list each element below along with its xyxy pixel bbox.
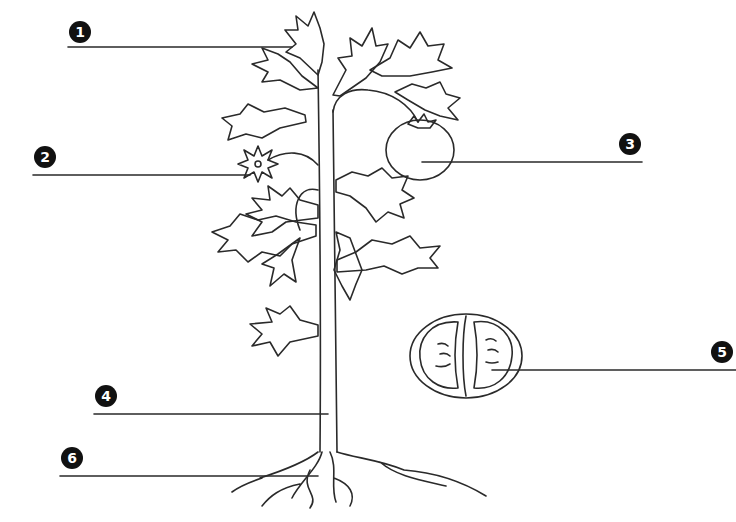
leaf — [395, 82, 460, 120]
flower — [238, 146, 278, 182]
tomato-section — [410, 314, 522, 398]
leaf — [285, 12, 324, 75]
callout-number: 1 — [69, 21, 91, 43]
callout-number: 3 — [619, 133, 641, 155]
callout-number: 5 — [711, 341, 733, 363]
root — [307, 470, 313, 508]
root — [337, 452, 486, 496]
leader-line — [33, 174, 250, 176]
leaf — [336, 168, 414, 222]
tomato-calyx — [408, 114, 436, 128]
leaf — [250, 306, 318, 356]
tomato-fruit — [386, 120, 454, 180]
tomato-septum — [463, 316, 466, 396]
leader-line — [422, 161, 642, 163]
leaf — [370, 32, 452, 76]
leaf — [337, 236, 440, 274]
leaf — [222, 104, 306, 140]
leaf — [333, 28, 388, 96]
seed — [486, 339, 498, 363]
tomato-locule — [420, 322, 458, 388]
leader-line — [492, 369, 736, 371]
callout-number: 4 — [95, 385, 117, 407]
seed — [436, 343, 450, 366]
callout-number: 6 — [61, 447, 83, 469]
leader-line — [60, 475, 318, 477]
tomato-locule — [474, 321, 512, 388]
leaf — [246, 186, 318, 236]
branch — [333, 90, 418, 122]
root — [232, 452, 318, 492]
leaf — [252, 48, 318, 90]
leader-line — [94, 413, 328, 415]
stem — [333, 110, 337, 452]
leaf — [262, 238, 300, 286]
leaf — [334, 232, 362, 300]
callout-number: 2 — [34, 146, 56, 168]
flower-centre — [255, 161, 261, 167]
root — [330, 452, 352, 506]
leader-line — [68, 46, 292, 48]
stem — [318, 70, 320, 452]
